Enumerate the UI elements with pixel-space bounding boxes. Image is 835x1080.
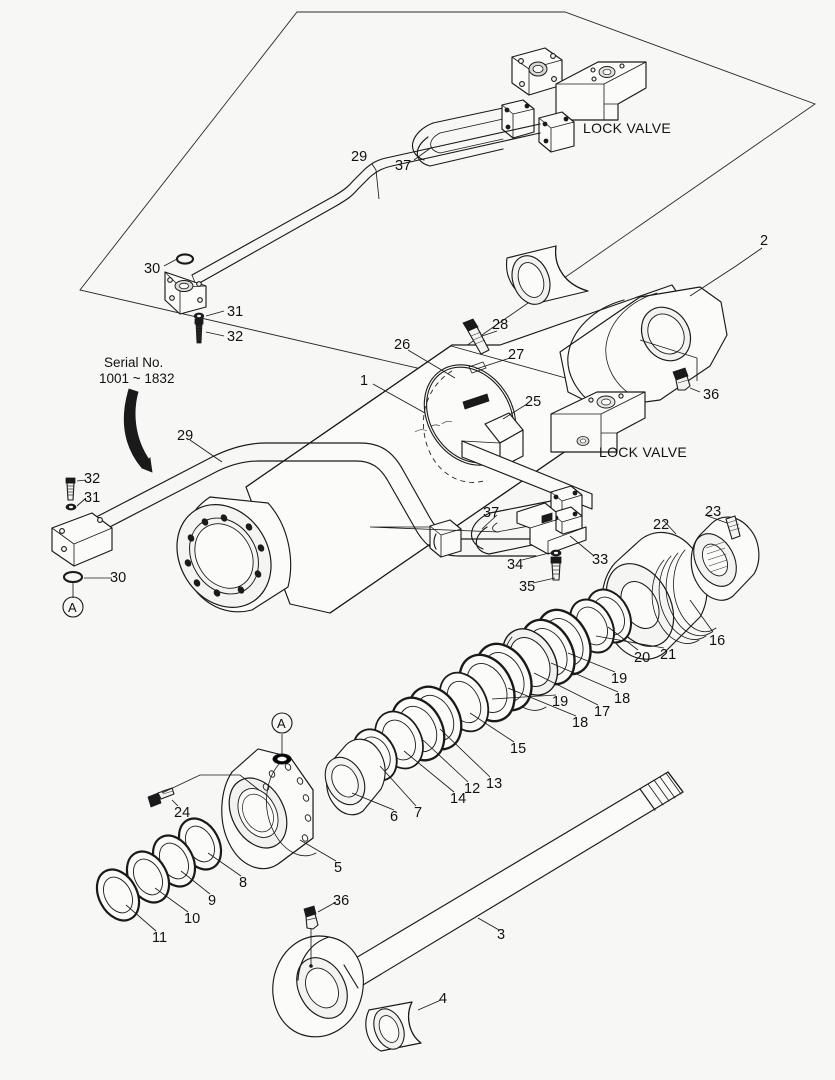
- callout-21: 21: [660, 647, 676, 663]
- callout-2: 2: [760, 233, 768, 249]
- callout-22: 22: [653, 517, 669, 533]
- callout-13: 13: [486, 776, 502, 792]
- callout-15: 15: [510, 741, 526, 757]
- fitting-36-rod: [303, 905, 319, 968]
- callout-30-main: 30: [110, 570, 126, 586]
- callout-33: 33: [592, 552, 608, 568]
- callout-30-inset: 30: [144, 261, 160, 277]
- callout-7: 7: [414, 805, 422, 821]
- callout-26: 26: [394, 337, 410, 353]
- callout-9: 9: [208, 893, 216, 909]
- callout-4: 4: [439, 991, 447, 1007]
- callout-29-main: 29: [177, 428, 193, 444]
- clamp-33: [516, 502, 587, 555]
- callout-6: 6: [390, 809, 398, 825]
- callout-1: 1: [360, 373, 368, 389]
- callout-28: 28: [492, 317, 508, 333]
- callout-3: 3: [497, 927, 505, 943]
- callout-36-upper: 36: [703, 387, 719, 403]
- inset-leaders: [163, 146, 433, 337]
- inset-flange-lower: [538, 111, 575, 153]
- inset-hose-37: [412, 107, 504, 167]
- inset-variant-frame: [79, 11, 816, 372]
- callout-36-rod: 36: [333, 893, 349, 909]
- callout-19b: 19: [552, 694, 568, 710]
- callout-25: 25: [525, 394, 541, 410]
- rod-thread-end: [639, 772, 682, 811]
- fitting-36-upper: [672, 367, 691, 391]
- band-strip-27: [462, 361, 490, 410]
- nut-22: [690, 516, 760, 601]
- washer-31-inset: [193, 312, 205, 320]
- callout-19a: 19: [611, 671, 627, 687]
- screw-24: [147, 787, 175, 808]
- lock-valve-body-main: [550, 391, 646, 453]
- callout-5: 5: [334, 860, 342, 876]
- callout-16: 16: [709, 633, 725, 649]
- lock-valve-label-main: LOCK VALVE: [599, 444, 687, 460]
- bolt-32-main: [65, 477, 76, 501]
- callout-37-main: 37: [483, 505, 499, 521]
- washer-31-main: [65, 503, 77, 511]
- cylinder-base-flange: [176, 496, 292, 613]
- callout-23: 23: [705, 504, 721, 520]
- bushing-2: [505, 245, 589, 305]
- ref-mark-a-lower-left: A: [62, 582, 84, 618]
- callout-35: 35: [519, 579, 535, 595]
- callout-20: 20: [634, 650, 650, 666]
- callout-27: 27: [508, 347, 524, 363]
- bolt-28: [462, 318, 490, 355]
- lock-valve-label-top: LOCK VALVE: [583, 120, 671, 136]
- seal-ring-stack: [324, 588, 633, 816]
- callout-37-inset: 37: [395, 158, 411, 174]
- callout-34: 34: [507, 557, 523, 573]
- callout-31-inset: 31: [227, 304, 243, 320]
- inset-flange-upper: [511, 47, 563, 96]
- serial-line-1: Serial No.: [104, 355, 163, 370]
- ref-mark-a-gland: A: [271, 712, 293, 754]
- hose-flange-left: [429, 519, 462, 558]
- inset-end-flange: [164, 271, 207, 315]
- washer-34: [550, 549, 562, 557]
- bolt-35: [550, 556, 562, 581]
- flange-bolt-holes: [184, 514, 265, 597]
- bolt-32-inset: [194, 318, 204, 344]
- callout-24: 24: [174, 805, 190, 821]
- ref-a-label-gland: A: [277, 716, 286, 731]
- inset-pipe-assembly: [163, 47, 647, 344]
- spacer-6: [324, 738, 386, 816]
- rod-eye-end: [272, 935, 364, 1038]
- callout-32-inset: 32: [227, 329, 243, 345]
- serial-line-2: 1001 ~ 1832: [99, 371, 174, 386]
- callout-10: 10: [184, 911, 200, 927]
- inset-callout-numbers: 29 37 30 31 32: [144, 149, 411, 345]
- bushing-4: [365, 1001, 422, 1052]
- callout-14: 14: [450, 791, 466, 807]
- leader-lines: [76, 247, 763, 1011]
- callout-11: 11: [152, 930, 167, 946]
- ref-a-label-lower: A: [68, 600, 77, 615]
- callout-8: 8: [239, 875, 247, 891]
- callout-17: 17: [594, 704, 610, 720]
- callout-29-inset: 29: [351, 149, 367, 165]
- inset-flange-mid: [501, 99, 535, 139]
- main-pipe-end-flange: [51, 512, 113, 567]
- callout-18b: 18: [572, 715, 588, 731]
- oring-group: [95, 817, 223, 922]
- callout-18a: 18: [614, 691, 630, 707]
- serial-note: Serial No. 1001 ~ 1832: [99, 355, 174, 473]
- callout-numbers-main: 2 28 26 27 36 1 25 29 32 31 37 23 22 34 …: [84, 233, 768, 1007]
- callout-12: 12: [464, 781, 480, 797]
- setscrew-23: [725, 515, 741, 540]
- callout-32-main: 32: [84, 471, 100, 487]
- callout-31-main: 31: [84, 490, 100, 506]
